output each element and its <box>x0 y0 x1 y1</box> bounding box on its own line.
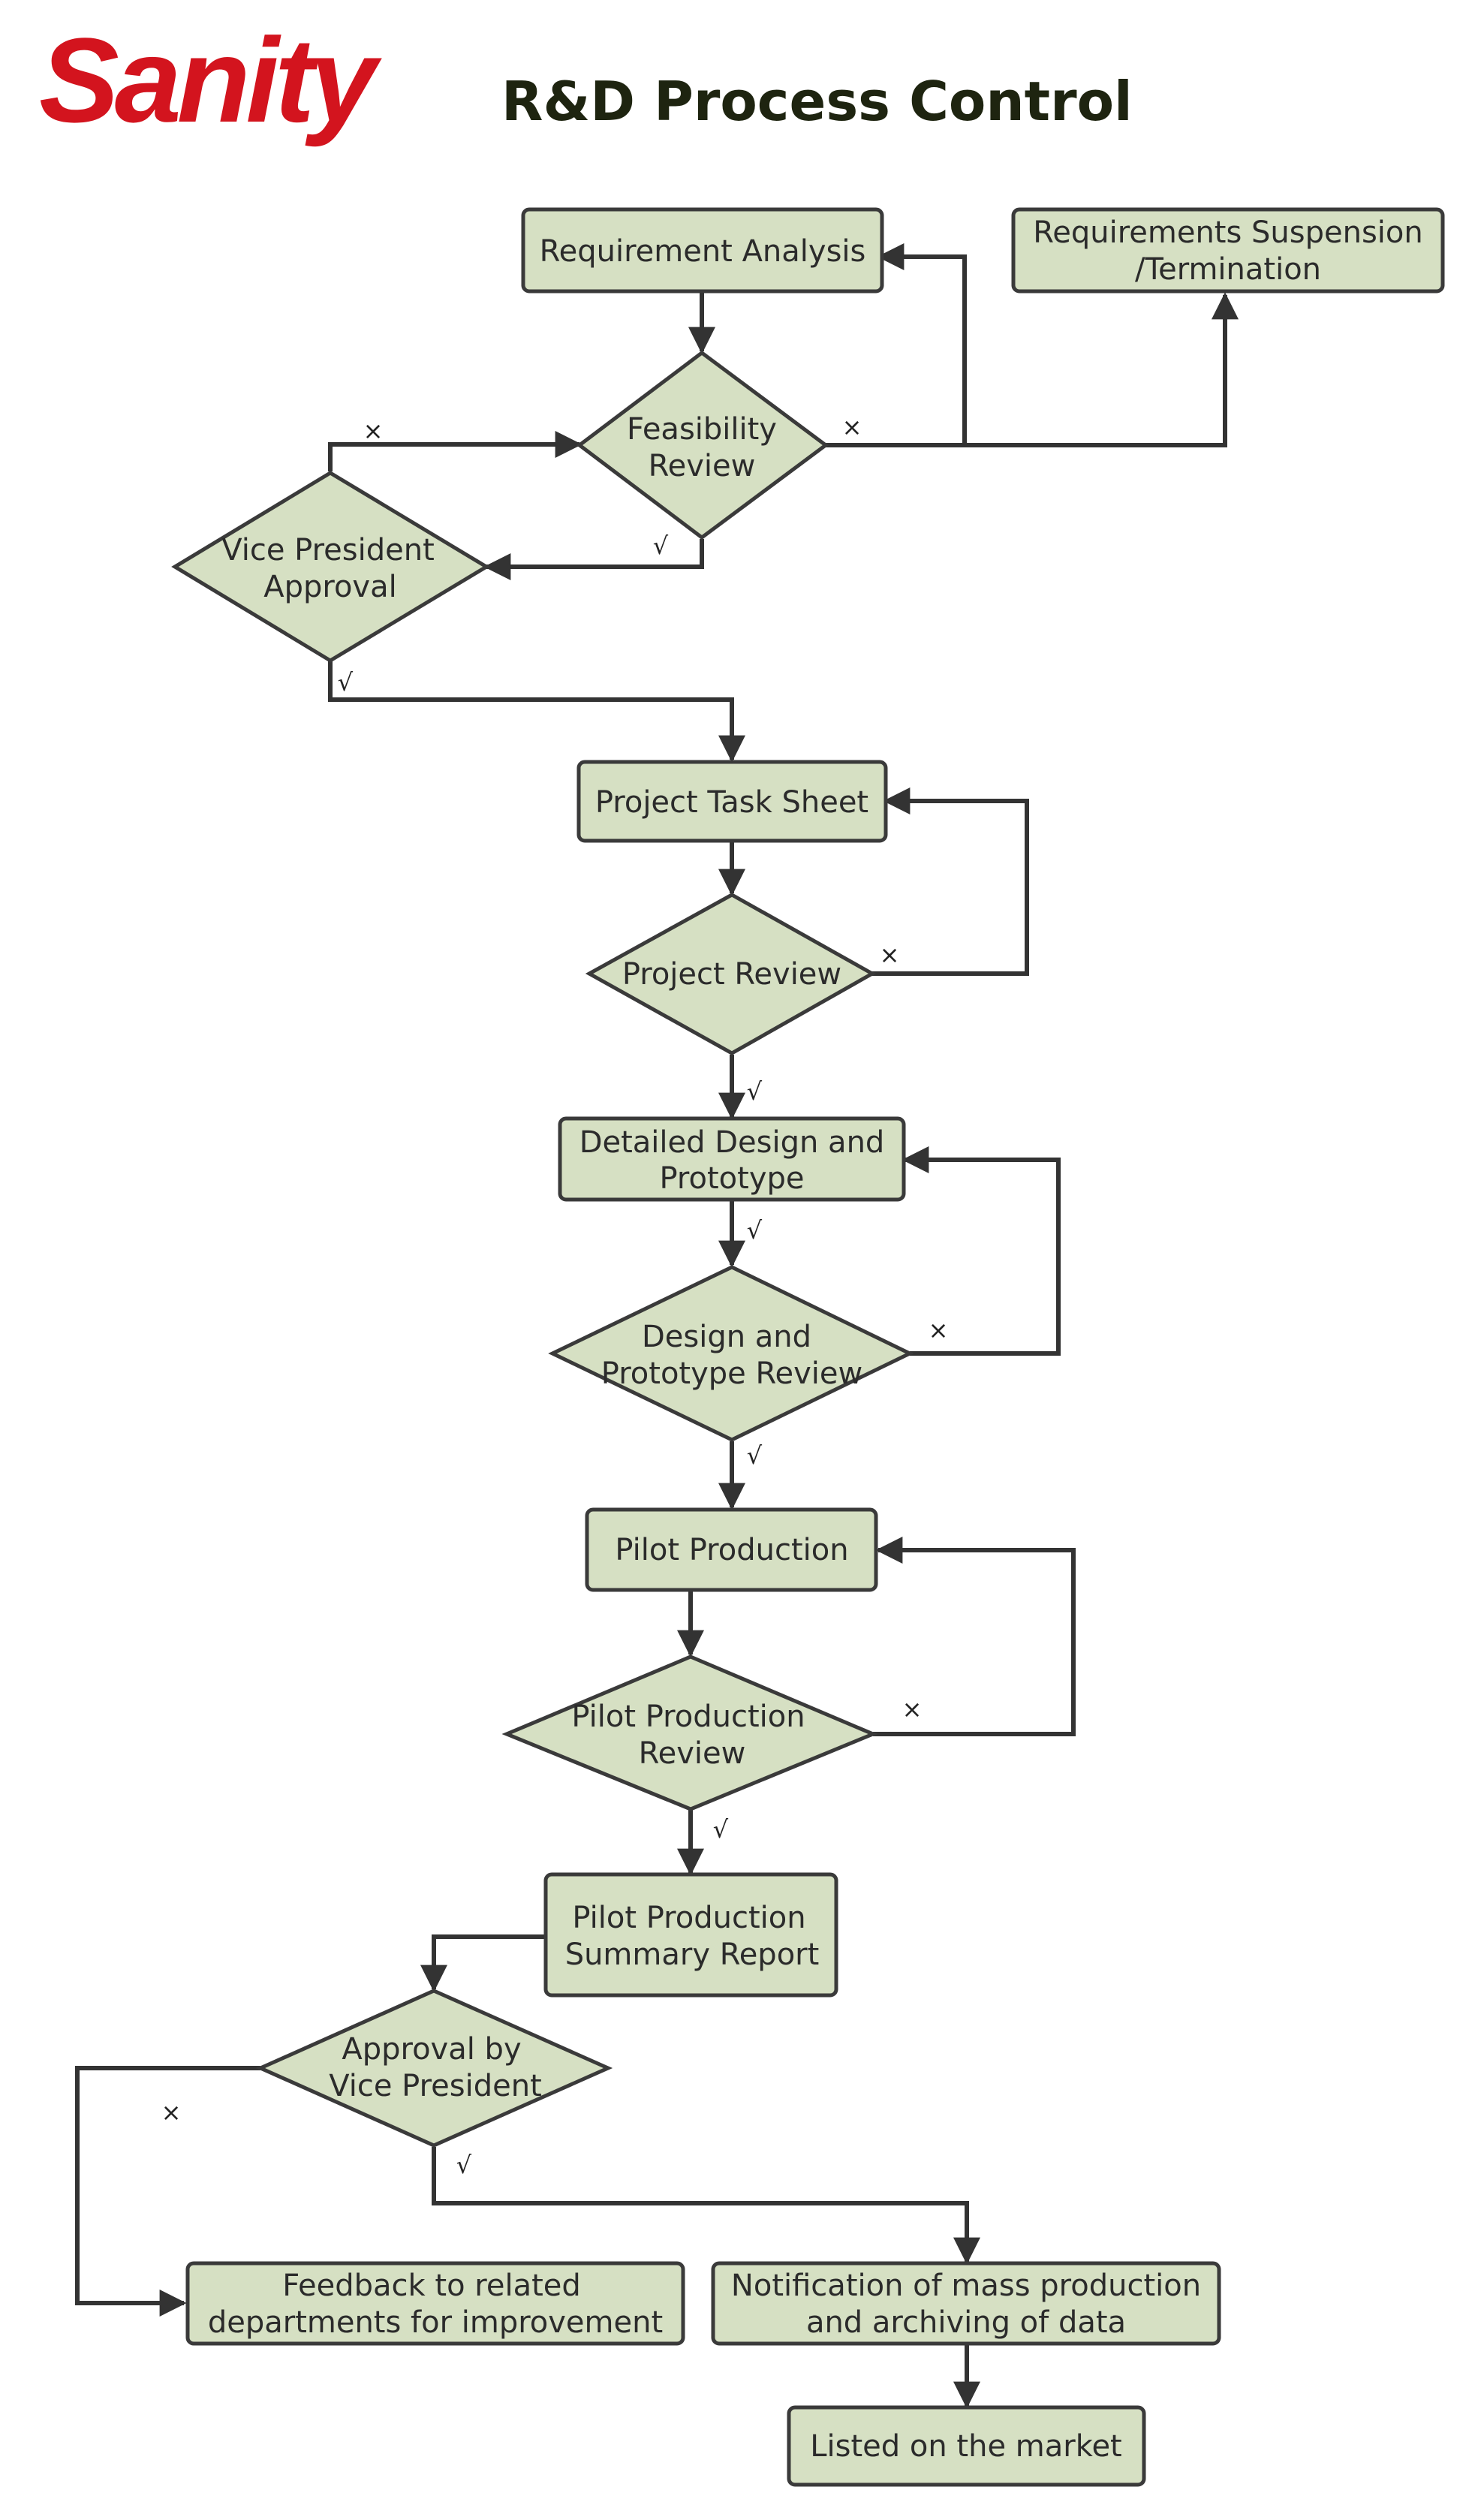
svg-text:Feedback to related: Feedback to related <box>282 2269 581 2303</box>
edge-feasibility-reject-to-suspension <box>965 292 1239 447</box>
node-label-line2: Summary Report <box>565 1937 820 1972</box>
edge-summary-to-approval <box>420 1934 544 1992</box>
feasibility-review-diamond: Feasibility Review <box>576 350 829 540</box>
label-no-pilot-review: × <box>902 1695 923 1724</box>
feedback-box: Feedback to related departments for impr… <box>185 2261 685 2346</box>
label-yes-approval: √ <box>456 2151 472 2179</box>
svg-text:Pilot Production: Pilot Production <box>571 1700 805 1734</box>
node-label-line2: and archiving of data <box>806 2305 1126 2340</box>
node-label: Project Task Sheet <box>595 785 868 820</box>
svg-text:Approval by: Approval by <box>342 2032 521 2067</box>
design-prototype-review-diamond: Design and Prototype Review <box>548 1265 914 1442</box>
svg-text:Review: Review <box>649 449 756 483</box>
svg-text:Vice President: Vice President <box>329 2069 542 2103</box>
label-yes-pilot-review: √ <box>713 1815 729 1844</box>
svg-text:/Termination: /Termination <box>1135 252 1321 287</box>
svg-text:Summary Report: Summary Report <box>565 1937 820 1972</box>
label-no-vp-top: × <box>363 417 384 445</box>
edge-feasibility-pass-to-vp <box>483 539 704 580</box>
node-label-line2: departments for improvement <box>208 2305 663 2340</box>
svg-text:Project Task Sheet: Project Task Sheet <box>595 785 868 820</box>
listed-on-market-box: Listed on the market <box>787 2405 1146 2487</box>
node-label-line1: Detailed Design and <box>579 1125 885 1160</box>
label-yes-project-review: √ <box>747 1077 763 1106</box>
label-yes-detailed-design: √ <box>747 1216 763 1245</box>
node-label-line2: Review <box>639 1736 746 1771</box>
svg-text:Design and: Design and <box>642 1320 811 1354</box>
edge-project-review-reject <box>871 787 1029 976</box>
connectors <box>75 243 1239 2409</box>
node-label-line1: Feasibility <box>627 412 777 447</box>
label-no-feasibility-right: × <box>842 413 862 441</box>
node-label-line2: Review <box>649 449 756 483</box>
node-label-line1: Feedback to related <box>282 2269 581 2303</box>
node-label-line2: Prototype Review <box>601 1356 862 1391</box>
node-label-line2: Vice President <box>329 2069 542 2103</box>
pilot-production-box: Pilot Production <box>585 1507 878 1592</box>
label-no-project-review: × <box>880 941 900 969</box>
label-no-design-review: × <box>929 1316 949 1344</box>
node-label-line1: Approval by <box>342 2032 521 2067</box>
svg-text:Listed on the market: Listed on the market <box>810 2429 1122 2464</box>
notification-box: Notification of mass production and arch… <box>711 2261 1221 2346</box>
label-no-approval: × <box>161 2098 182 2127</box>
node-label: Listed on the market <box>810 2429 1122 2464</box>
edge-approval-pass-to-notification <box>432 2147 980 2265</box>
node-label: Requirement Analysis <box>540 234 866 269</box>
pilot-summary-report-box: Pilot Production Summary Report <box>543 1872 838 1998</box>
project-task-sheet-box: Project Task Sheet <box>576 760 888 843</box>
approval-by-vp-diamond: Approval by Vice President <box>255 1989 613 2148</box>
node-label-line2: /Termination <box>1135 252 1321 287</box>
edge-design-review-reject <box>902 1146 1061 1356</box>
edge-vp-pass-to-task-sheet <box>328 661 745 763</box>
svg-text:Notification of mass productio: Notification of mass production <box>731 2269 1201 2303</box>
label-yes-vp-bottom: √ <box>338 668 354 697</box>
vice-president-approval-diamond: Vice President Approval <box>171 471 490 663</box>
label-yes-design-review: √ <box>747 1441 763 1470</box>
svg-text:Review: Review <box>639 1736 746 1771</box>
svg-text:Prototype Review: Prototype Review <box>601 1356 862 1391</box>
svg-text:departments for improvement: departments for improvement <box>208 2305 663 2340</box>
edge-approval-reject-to-feedback <box>75 2066 260 2317</box>
svg-text:Project Review: Project Review <box>622 957 841 992</box>
edge-feasibility-reject-to-analysis <box>826 243 967 447</box>
node-label: Pilot Production <box>615 1533 848 1567</box>
project-review-diamond: Project Review <box>585 893 877 1055</box>
pilot-production-review-diamond: Pilot Production Review <box>501 1654 878 1811</box>
node-label-line2: Approval <box>263 570 396 604</box>
svg-text:and archiving of data: and archiving of data <box>806 2305 1126 2340</box>
svg-text:Approval: Approval <box>263 570 396 604</box>
detailed-design-box: Detailed Design and Prototype <box>558 1116 906 1202</box>
svg-text:Requirement Analysis: Requirement Analysis <box>540 234 866 269</box>
edge-pilot-review-reject <box>873 1537 1076 1736</box>
node-label-line1: Notification of mass production <box>731 2269 1201 2303</box>
logo-wordmark: Sanity <box>39 13 382 147</box>
svg-text:Pilot Production: Pilot Production <box>615 1533 848 1567</box>
requirements-suspension-box: Requirements Suspension /Termination <box>1011 207 1445 294</box>
node-label-line1: Pilot Production <box>572 1901 805 1935</box>
node-label-line1: Requirements Suspension <box>1033 215 1423 250</box>
svg-text:Pilot Production: Pilot Production <box>572 1901 805 1935</box>
svg-text:Prototype: Prototype <box>660 1161 805 1196</box>
svg-text:Requirements Suspension: Requirements Suspension <box>1033 215 1423 250</box>
edge-labels: × × √ √ × √ √ × √ × √ × √ <box>161 413 949 2179</box>
svg-text:Feasibility: Feasibility <box>627 412 777 447</box>
label-yes-feasibility-bottom: √ <box>653 531 669 560</box>
page-title: R&D Process Control <box>501 70 1133 133</box>
edge-vp-reject-to-feasibility <box>328 431 582 471</box>
node-label-line1: Pilot Production <box>571 1700 805 1734</box>
node-label-line1: Design and <box>642 1320 811 1354</box>
node-label-line2: Prototype <box>660 1161 805 1196</box>
node-label-line1: Vice President <box>221 533 435 568</box>
requirement-analysis-box: Requirement Analysis <box>521 207 884 294</box>
svg-text:Detailed Design and: Detailed Design and <box>579 1125 885 1160</box>
node-label: Project Review <box>622 957 841 992</box>
svg-text:Vice President: Vice President <box>221 533 435 568</box>
